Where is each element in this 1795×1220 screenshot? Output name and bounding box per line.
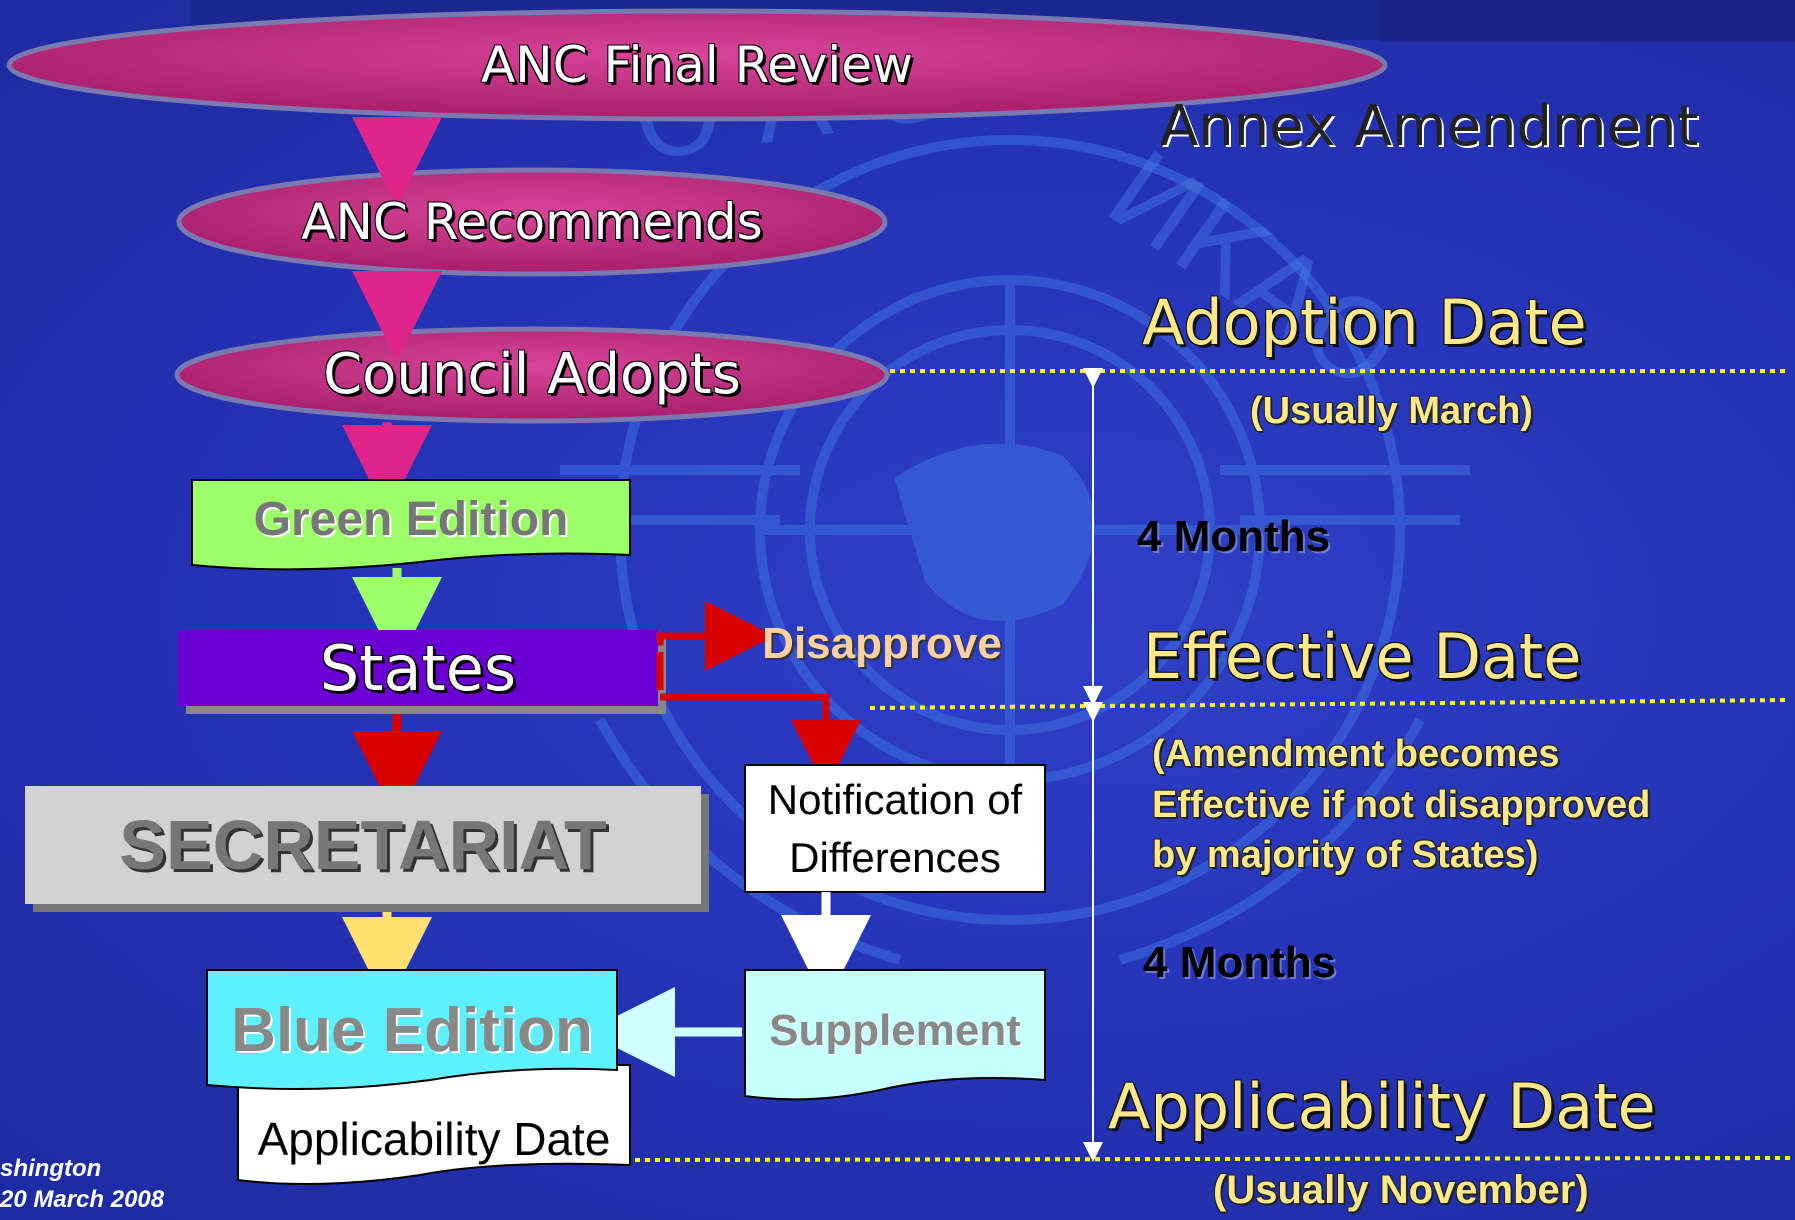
blue-edition-shape <box>206 969 618 1090</box>
notification-label-line1: Notification of <box>767 776 1023 823</box>
second-interval-label: 4 Months <box>1143 938 1337 987</box>
first-interval-label: 4 Months <box>1137 512 1331 561</box>
arrow-states-notification <box>660 693 861 790</box>
footer-date: 20 March 2008 <box>0 1186 165 1213</box>
annex-amendment-label: Annex Amendment <box>1160 94 1699 159</box>
effective-note-line1: (Amendment becomes <box>1152 733 1560 775</box>
anc-final-review-label: ANC Final Review <box>481 36 913 94</box>
notification-box <box>744 764 1046 893</box>
secretariat-label: SECRETARIAT <box>119 806 607 884</box>
green-edition-shape <box>191 479 631 571</box>
states-box <box>178 630 658 706</box>
top-band-right <box>1380 0 1795 42</box>
adoption-date-label: Adoption Date <box>1142 286 1587 359</box>
states-label: States <box>319 631 517 705</box>
council-adopts-label: Council Adopts <box>323 341 741 407</box>
green-edition-label: Green Edition <box>253 492 569 546</box>
effective-date-label: Effective Date <box>1143 620 1582 693</box>
effective-date-line <box>869 698 1791 710</box>
adoption-note: (Usually March) <box>1250 390 1533 432</box>
applicability-shape <box>237 1064 631 1185</box>
effective-note-line2: Effective if not disapproved <box>1152 784 1651 826</box>
blue-edition-label: Blue Edition <box>231 995 593 1065</box>
footer-location: shington <box>0 1155 102 1182</box>
supplement-shape <box>744 969 1046 1101</box>
anc-recommends-label: ANC Recommends <box>301 193 763 251</box>
applicability-note: (Usually November) <box>1213 1168 1589 1212</box>
anc-final-review-ellipse <box>6 8 1388 122</box>
secretariat-box <box>25 786 701 904</box>
arrow-states-disapprove <box>656 601 775 671</box>
notification-label-line2: Differences <box>789 834 1001 881</box>
applicability-date-label: Applicability Date <box>1108 1070 1656 1143</box>
effective-note-line3: by majority of States) <box>1152 834 1539 876</box>
applicability-box-label: Applicability Date <box>257 1113 611 1165</box>
supplement-label: Supplement <box>769 1006 1021 1055</box>
disapprove-label: Disapprove <box>762 619 1002 668</box>
applicability-date-line <box>634 1156 1791 1162</box>
